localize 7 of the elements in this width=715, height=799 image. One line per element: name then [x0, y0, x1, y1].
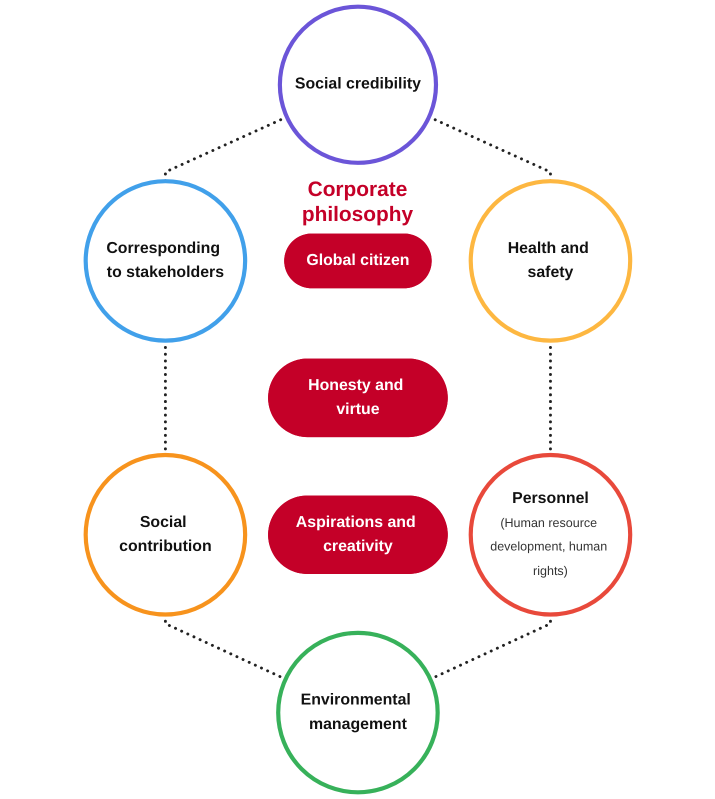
node-circle: Environmental management [276, 630, 440, 794]
node-circle: Corresponding to stakeholders [83, 179, 247, 343]
node-circle: Personnel (Human resource development, human rights) [468, 452, 632, 617]
group-heading: Corporate philosophy [300, 177, 414, 228]
node-circle: Health and safety [468, 179, 632, 343]
node-circle: Social contribution [83, 452, 247, 617]
node-circle: Social credibility [277, 4, 438, 165]
